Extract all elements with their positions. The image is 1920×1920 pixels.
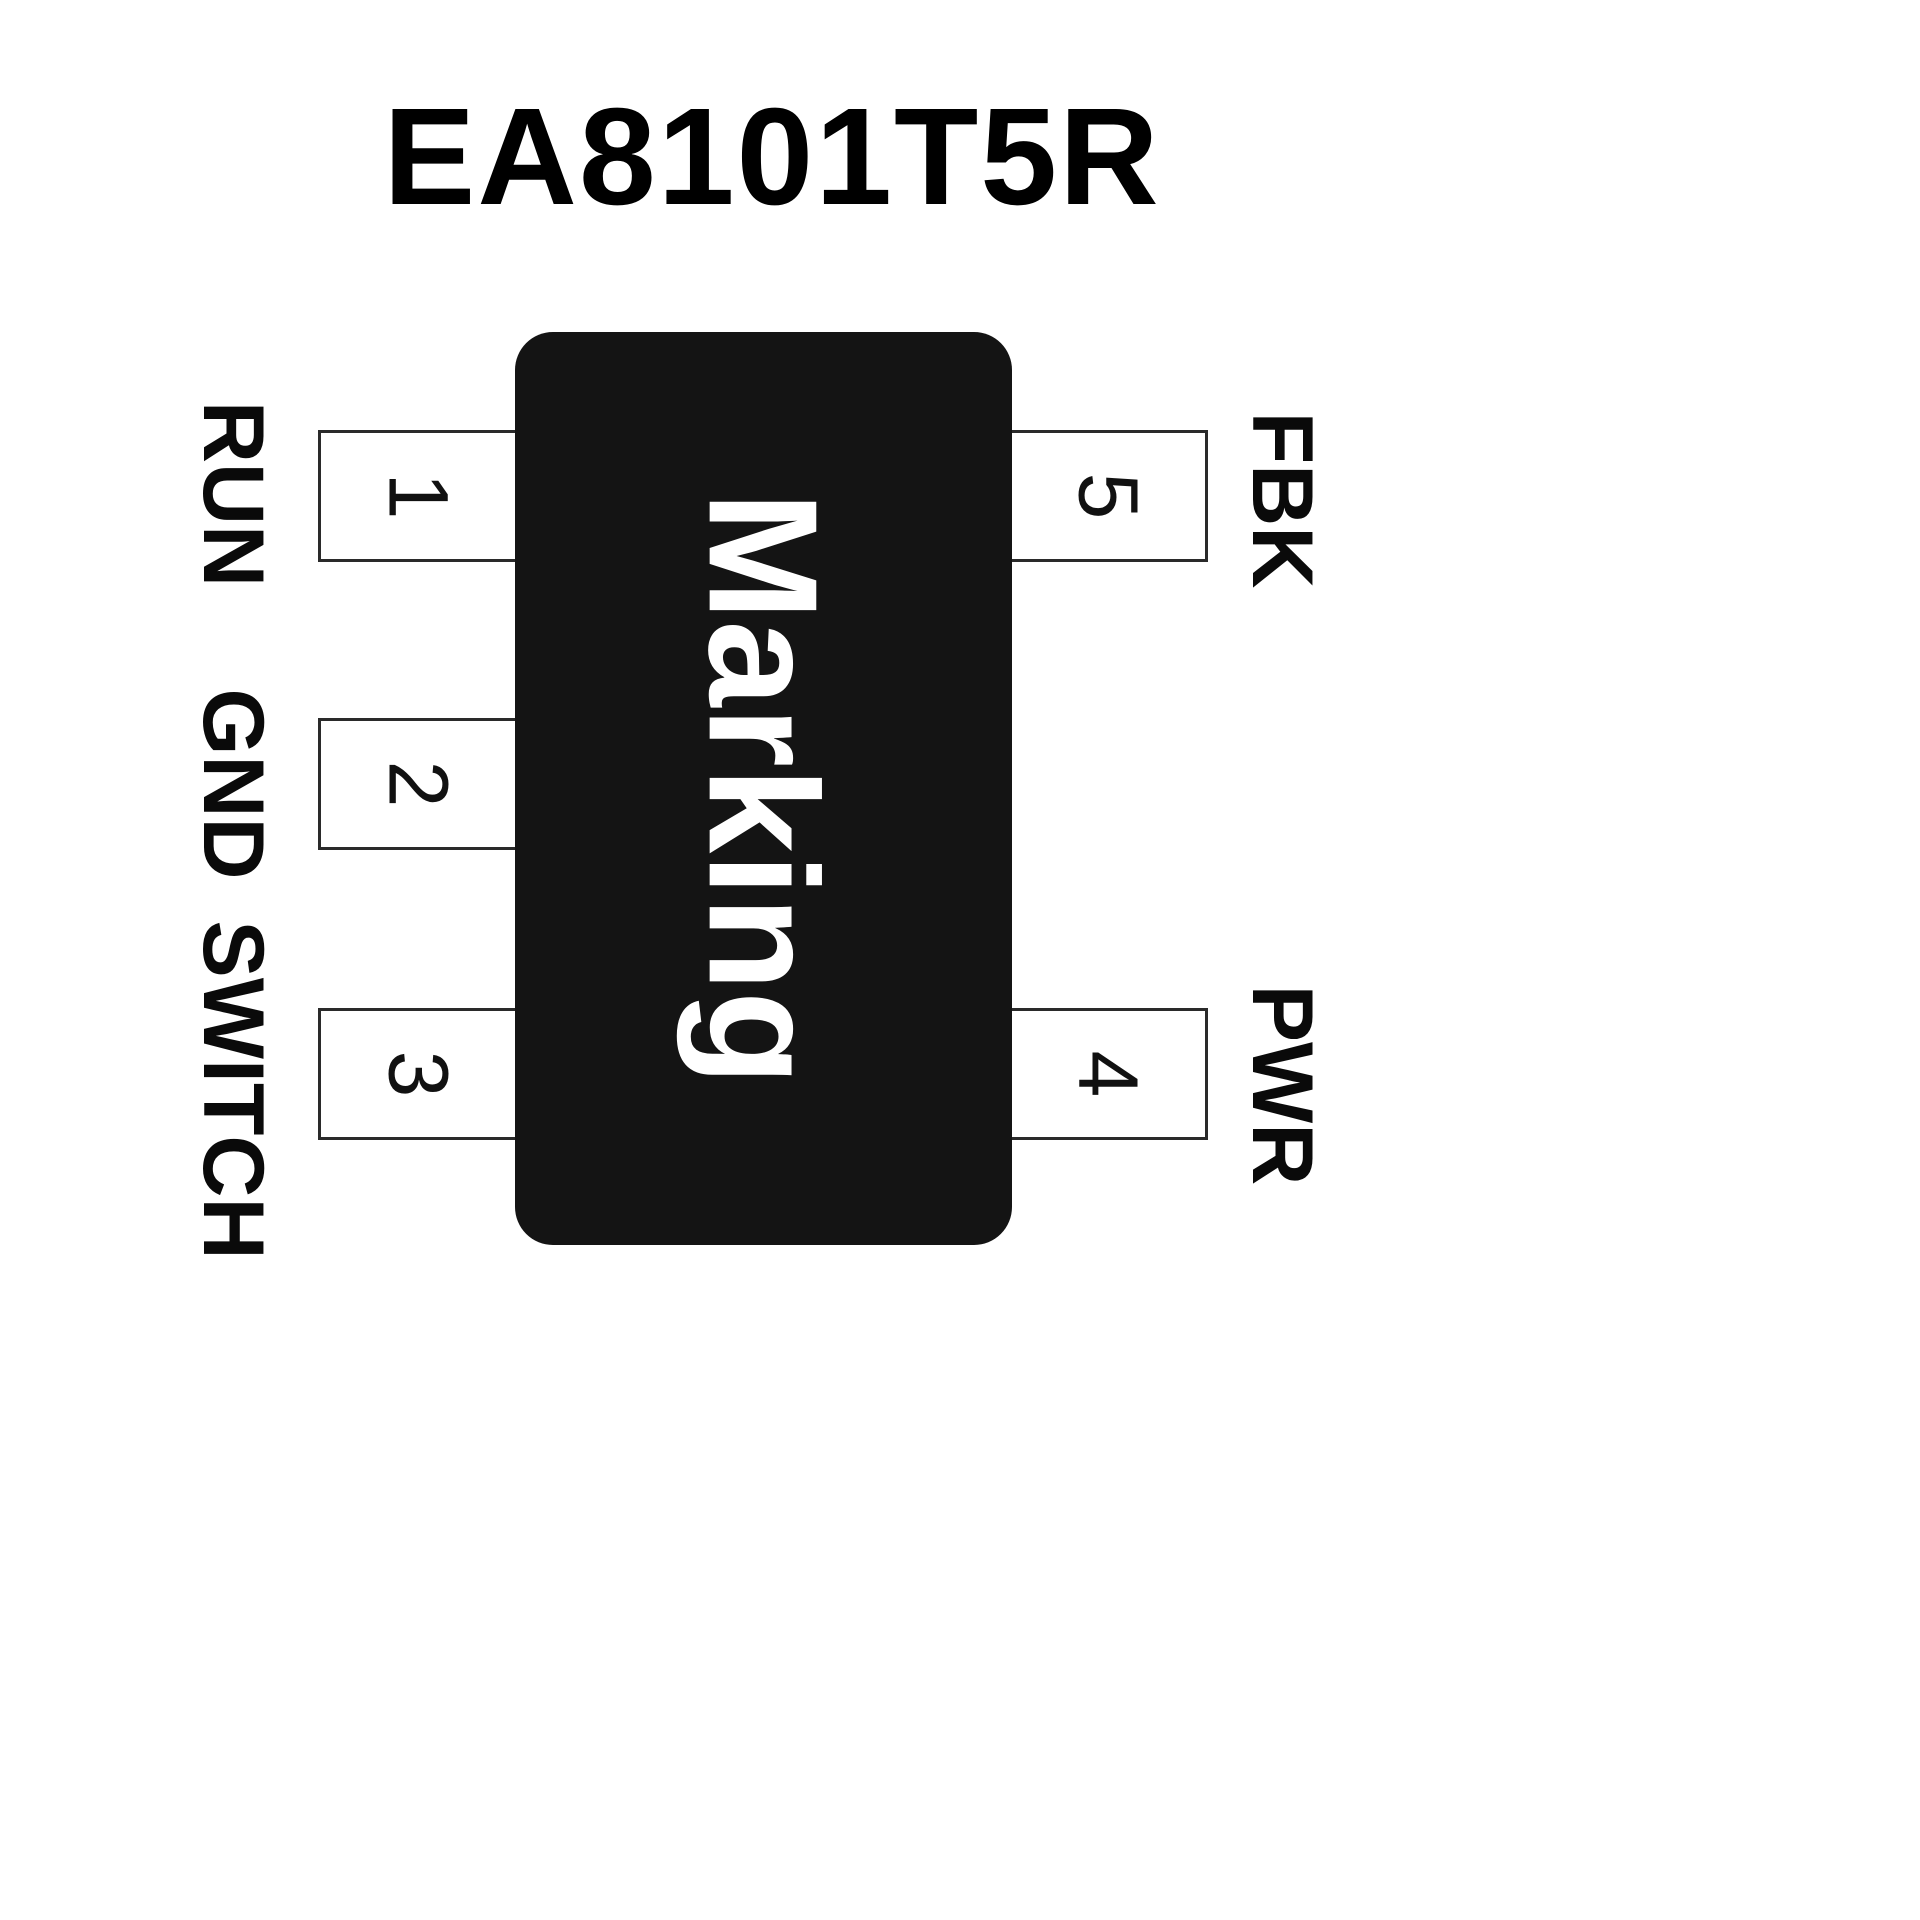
pin-number-1: 1 — [371, 472, 465, 520]
chip-body: Marking — [515, 332, 1012, 1245]
pin-number-2: 2 — [371, 760, 465, 808]
chip-marking-text: Marking — [677, 491, 850, 1086]
pin-label-pwr: PWR — [1234, 984, 1330, 1186]
pin-pad-1: 1 — [318, 430, 518, 562]
pin-number-3: 3 — [371, 1050, 465, 1098]
pin-label-fbk: FBK — [1234, 411, 1330, 589]
pin-label-switch: SWITCH — [185, 920, 281, 1260]
pin-label-run: RUN — [185, 400, 281, 588]
pin-number-4: 4 — [1061, 1050, 1155, 1098]
pin-pad-5: 5 — [1008, 430, 1208, 562]
pin-pad-3: 3 — [318, 1008, 518, 1140]
pin-pad-4: 4 — [1008, 1008, 1208, 1140]
pin-label-gnd: GND — [185, 688, 281, 880]
pin-number-5: 5 — [1061, 472, 1155, 520]
part-number-title: EA8101T5R — [383, 80, 1161, 234]
pin-pad-2: 2 — [318, 718, 518, 850]
